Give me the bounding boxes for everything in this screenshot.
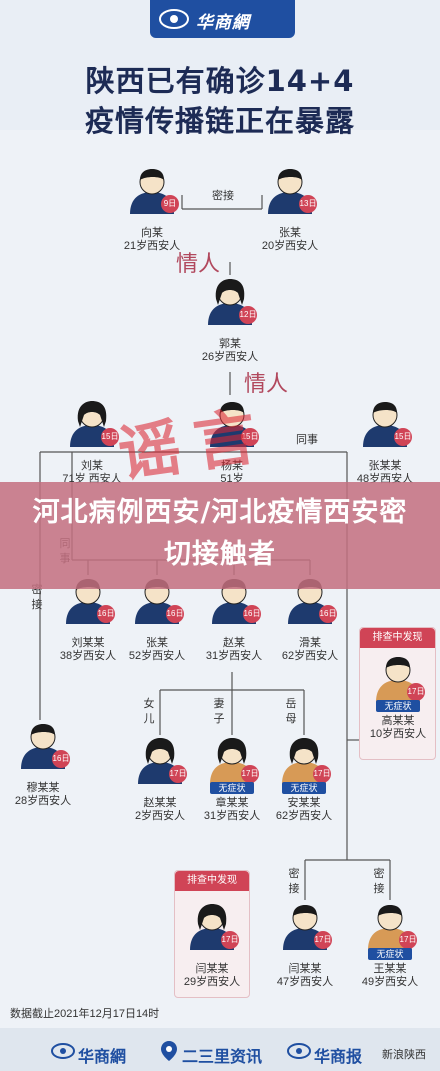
person-avatar-icon [21, 724, 70, 769]
person-name: 赵某某 [143, 797, 177, 809]
person-avatar-icon [282, 738, 331, 784]
eye-logo-icon [287, 1043, 311, 1059]
onset-day-badge: 12日 [239, 310, 257, 319]
overlay-banner: 河北病例西安/河北疫情西安密切接触者 [0, 482, 440, 589]
person-description: 10岁西安人 [369, 728, 427, 740]
person-avatar-icon [70, 401, 119, 447]
person-name: 章某某 [215, 797, 249, 809]
relation-label: 密接 [31, 584, 43, 611]
person-description: 49岁西安人 [361, 976, 419, 988]
relation-label: 女儿 [143, 698, 155, 725]
person-name: 闫某某 [195, 963, 229, 975]
onset-day-badge: 17日 [313, 769, 331, 778]
person-description: 38岁西安人 [59, 650, 117, 662]
eye-logo-icon [51, 1043, 75, 1059]
onset-day-badge: 9日 [163, 199, 177, 208]
person-avatar-icon [368, 905, 417, 950]
person-avatar-icon [376, 657, 425, 702]
person-description: 31岁西安人 [205, 650, 263, 662]
person-description: 2岁西安人 [134, 810, 186, 822]
person-avatar-icon [190, 904, 239, 950]
relation-label: 密接 [288, 868, 300, 895]
person-avatar-icon [268, 169, 317, 214]
brand-logo-box [150, 0, 295, 38]
onset-day-badge: 17日 [169, 769, 187, 778]
relation-label: 密接 [373, 868, 385, 895]
person-name: 向某 [141, 227, 163, 239]
onset-day-badge: 16日 [52, 754, 70, 763]
onset-day-badge: 13日 [299, 199, 317, 208]
person-avatar-icon [210, 402, 259, 447]
person-name: 张某 [279, 227, 301, 239]
asymptomatic-badge: 无症状 [210, 782, 254, 794]
banner-text: 河北病例西安/河北疫情西安密切接触者 [32, 497, 408, 570]
person-name: 穆某某 [26, 782, 60, 794]
onset-day-badge: 16日 [166, 609, 184, 618]
relation-label: 妻子 [213, 698, 225, 725]
person-description: 31岁西安人 [203, 810, 261, 822]
person-description: 62岁西安人 [281, 650, 339, 662]
person-name: 滑某 [299, 637, 321, 649]
person-description: 47岁西安人 [276, 976, 334, 988]
eye-logo-icon [159, 9, 189, 29]
person-avatar-icon [208, 279, 257, 325]
person-name: 王某某 [373, 963, 407, 975]
person-name: 张某某 [368, 460, 402, 472]
person-description: 62岁西安人 [275, 810, 333, 822]
person-description: 21岁西安人 [123, 240, 181, 252]
handwritten-note: 情人 [244, 372, 289, 397]
asymptomatic-badge: 无症状 [282, 782, 326, 794]
relation-label: 密接 [210, 190, 236, 203]
person-avatar-icon [210, 738, 259, 784]
onset-day-badge: 15日 [241, 432, 259, 441]
person-avatar-icon [66, 579, 115, 624]
person-avatar-icon [363, 402, 412, 447]
screening-box-header: 排查中发现 [175, 871, 249, 891]
footer-account: 新浪陕西 [382, 1049, 426, 1061]
person-name: 杨某 [221, 460, 243, 472]
asymptomatic-badge: 无症状 [376, 700, 420, 712]
relation-label: 同事 [294, 434, 320, 447]
person-name: 安某某 [287, 797, 321, 809]
person-description: 52岁西安人 [128, 650, 186, 662]
person-description: 28岁西安人 [14, 795, 72, 807]
person-name: 刘某某 [71, 637, 105, 649]
person-description: 29岁西安人 [183, 976, 241, 988]
person-avatar-icon [130, 169, 179, 214]
onset-day-badge: 17日 [407, 687, 425, 696]
onset-day-badge: 16日 [243, 609, 261, 618]
onset-day-badge: 16日 [97, 609, 115, 618]
person-name: 张某 [146, 637, 168, 649]
person-name: 刘某 [81, 460, 103, 472]
footer-brand: 华商網 [78, 1047, 127, 1066]
person-description: 26岁西安人 [201, 351, 259, 363]
person-name: 高某某 [381, 715, 415, 727]
title-line-2: 疫情传播链正在暴露 [84, 104, 355, 138]
data-cutoff-note: 数据截止2021年12月17日14时 [10, 1008, 160, 1020]
asymptomatic-badge: 无症状 [368, 948, 412, 960]
onset-day-badge: 17日 [221, 935, 239, 944]
person-name: 赵某 [223, 637, 245, 649]
title-line-1: 陕西已有确诊14+4 [85, 64, 355, 98]
person-name: 闫某某 [288, 963, 322, 975]
person-avatar-icon [283, 905, 332, 950]
relation-label: 岳母 [285, 698, 297, 725]
handwritten-note: 情人 [176, 252, 221, 277]
footer-brand: 二三里资讯 [182, 1047, 263, 1066]
onset-day-badge: 15日 [101, 432, 119, 441]
onset-day-badge: 17日 [399, 935, 417, 944]
person-avatar-icon [138, 738, 187, 784]
onset-day-badge: 17日 [241, 769, 259, 778]
screening-box-header: 排查中发现 [360, 628, 435, 648]
onset-day-badge: 17日 [314, 935, 332, 944]
person-name: 郭某 [219, 338, 241, 350]
onset-day-badge: 16日 [319, 609, 337, 618]
onset-day-badge: 15日 [394, 432, 412, 441]
person-description: 20岁西安人 [261, 240, 319, 252]
brand-logo-text: 华商網 [196, 13, 250, 33]
location-pin-icon [161, 1041, 177, 1061]
footer-brand: 华商报 [314, 1047, 363, 1066]
